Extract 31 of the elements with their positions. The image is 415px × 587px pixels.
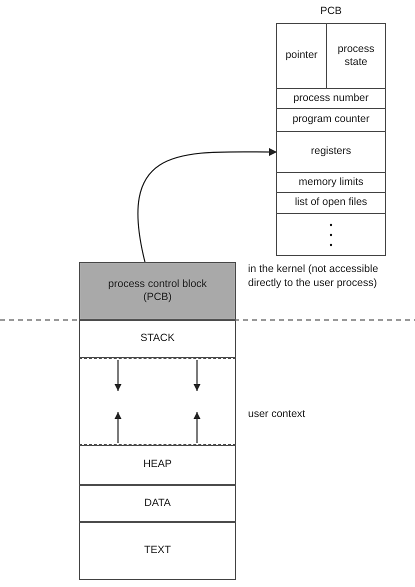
memory-cell (79, 320, 236, 358)
cell-label: list of open files (294, 196, 368, 210)
cell-label: process state (336, 42, 376, 70)
pcb-table (276, 4, 386, 256)
annotation-text: user context (248, 408, 306, 422)
cell-label: HEAP (143, 458, 172, 472)
kernel-block (79, 262, 236, 320)
curved-arrow (137, 148, 277, 262)
ellipsis-cell (276, 213, 386, 256)
memory-cell (276, 23, 327, 89)
cell-label: STACK (140, 332, 175, 346)
cell-label: DATA (144, 496, 171, 510)
annotation-text: in the kernel (not accessible directly to the user process) (248, 263, 380, 290)
memory-cell (79, 445, 236, 485)
memory-cell (276, 131, 386, 173)
free-space-region (79, 358, 236, 445)
memory-cell (276, 192, 386, 214)
memory-cell (276, 108, 386, 132)
cell-label: pointer (285, 49, 318, 63)
cell-label: registers (310, 145, 352, 159)
table-heading: PCB (319, 4, 343, 19)
cell-label: process control block (PCB) (107, 278, 208, 304)
cell-label: process number (293, 92, 369, 106)
memory-cell (276, 172, 386, 193)
memory-cell (79, 485, 236, 522)
memory-cell (326, 23, 386, 89)
memory-cell (276, 88, 386, 109)
cell-label: memory limits (298, 176, 364, 190)
cell-label: TEXT (144, 544, 171, 558)
cell-label: program counter (292, 113, 370, 127)
memory-cell (79, 522, 236, 580)
